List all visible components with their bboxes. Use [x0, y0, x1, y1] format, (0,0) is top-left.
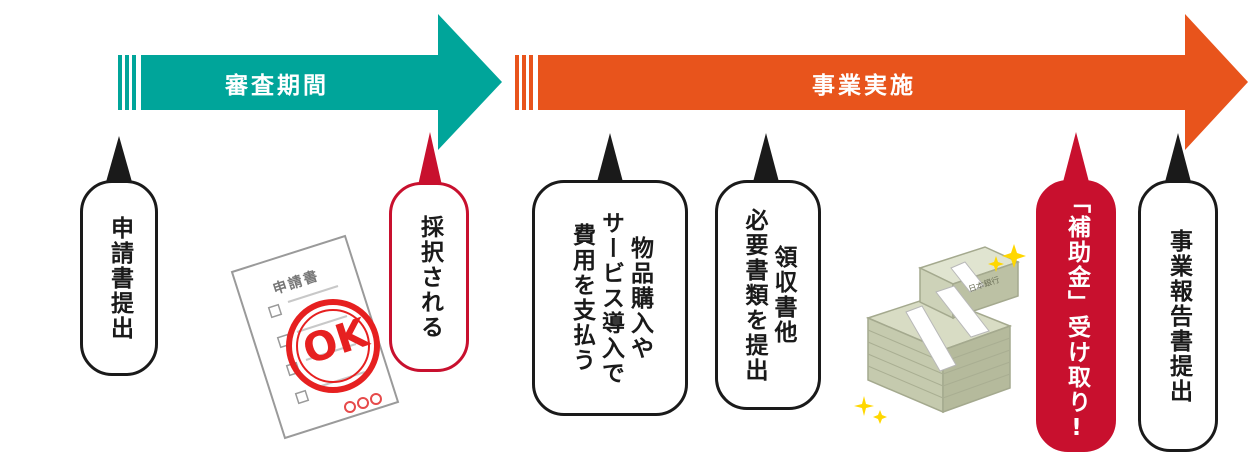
pointer-subsidy: [1063, 132, 1089, 182]
pointer-purchase: [597, 133, 623, 182]
pointer-adopted: [417, 132, 443, 190]
step-report: 事業報告書提出: [1138, 180, 1218, 452]
project-arrow: [515, 14, 1248, 150]
step-report-text: 事業報告書提出: [1165, 228, 1192, 404]
step-application: 申請書提出: [80, 180, 158, 376]
step-purchase-line2: サービス導入で: [597, 210, 624, 386]
review-period-label: 審査期間: [225, 73, 329, 99]
step-receipts-line1: 領収書他: [770, 245, 796, 345]
step-subsidy-text: 「補助金」受け取り!: [1063, 189, 1090, 443]
step-adopted: 採択される: [389, 182, 469, 372]
step-purchase: 物品購入や サービス導入で 費用を支払う: [532, 180, 688, 416]
step-receipts-line2: 必要書類を提出: [741, 207, 767, 383]
step-application-text: 申請書提出: [106, 215, 133, 341]
pointer-receipts: [753, 133, 779, 182]
step-adopted-text: 採択される: [416, 214, 443, 340]
review-arrow: [118, 14, 502, 150]
step-subsidy: 「補助金」受け取り!: [1036, 180, 1116, 452]
step-purchase-line1: 物品購入や: [626, 235, 653, 361]
application-document-illustration: [230, 234, 400, 440]
pointer-report: [1165, 133, 1191, 182]
pointer-application: [106, 136, 132, 182]
money-stack-illustration: [854, 244, 1026, 424]
step-purchase-line3: 費用を支払う: [568, 223, 595, 373]
project-implementation-label: 事業実施: [812, 73, 916, 99]
step-receipts: 領収書他 必要書類を提出: [715, 180, 821, 410]
